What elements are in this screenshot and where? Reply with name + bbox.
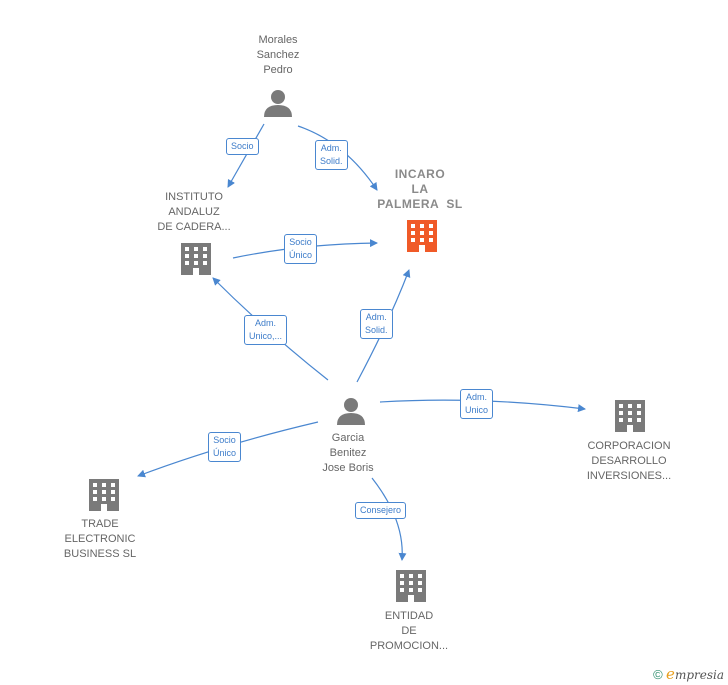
building-icon[interactable] [89, 479, 119, 511]
building-icon[interactable] [181, 243, 211, 275]
edge-garcia-entidad [371, 477, 407, 561]
building-icon-highlighted[interactable] [407, 220, 437, 252]
brand-logo: © empresia [653, 665, 724, 683]
edge-label-garcia-trade: Socio Único [208, 432, 242, 462]
edge-label-garcia-entidad: Consejero [355, 502, 407, 519]
node-label-morales[interactable]: Morales Sanchez Pedro [256, 34, 300, 76]
edge-morales-instituto [227, 123, 265, 188]
copyright-icon: © [653, 667, 663, 682]
node-label-corporacion[interactable]: CORPORACION DESARROLLO INVERSIONES... [586, 440, 672, 482]
building-icon[interactable] [396, 570, 426, 602]
edge-label-garcia-corporacion: Adm. Unico [460, 389, 494, 419]
edge-label-instituto-incaro: Socio Único [284, 234, 318, 264]
edge-label-morales-instituto: Socio [226, 138, 259, 155]
node-label-garcia[interactable]: Garcia Benitez Jose Boris [322, 432, 374, 474]
building-icon[interactable] [615, 400, 645, 432]
node-label-incaro[interactable]: INCARO LA PALMERA SL [377, 167, 463, 211]
node-label-instituto[interactable]: INSTITUTO ANDALUZ DE CADERA... [157, 191, 231, 233]
edge-label-garcia-instituto: Adm. Unico,... [244, 315, 288, 345]
node-label-trade[interactable]: TRADE ELECTRONIC BUSINESS SL [63, 518, 137, 560]
person-icon[interactable] [264, 90, 292, 117]
edge-label-garcia-incaro: Adm. Solid. [360, 309, 393, 339]
edge-label-morales-incaro: Adm. Solid. [315, 140, 348, 170]
person-icon[interactable] [337, 398, 365, 425]
node-label-entidad[interactable]: ENTIDAD DE PROMOCION... [369, 610, 449, 652]
